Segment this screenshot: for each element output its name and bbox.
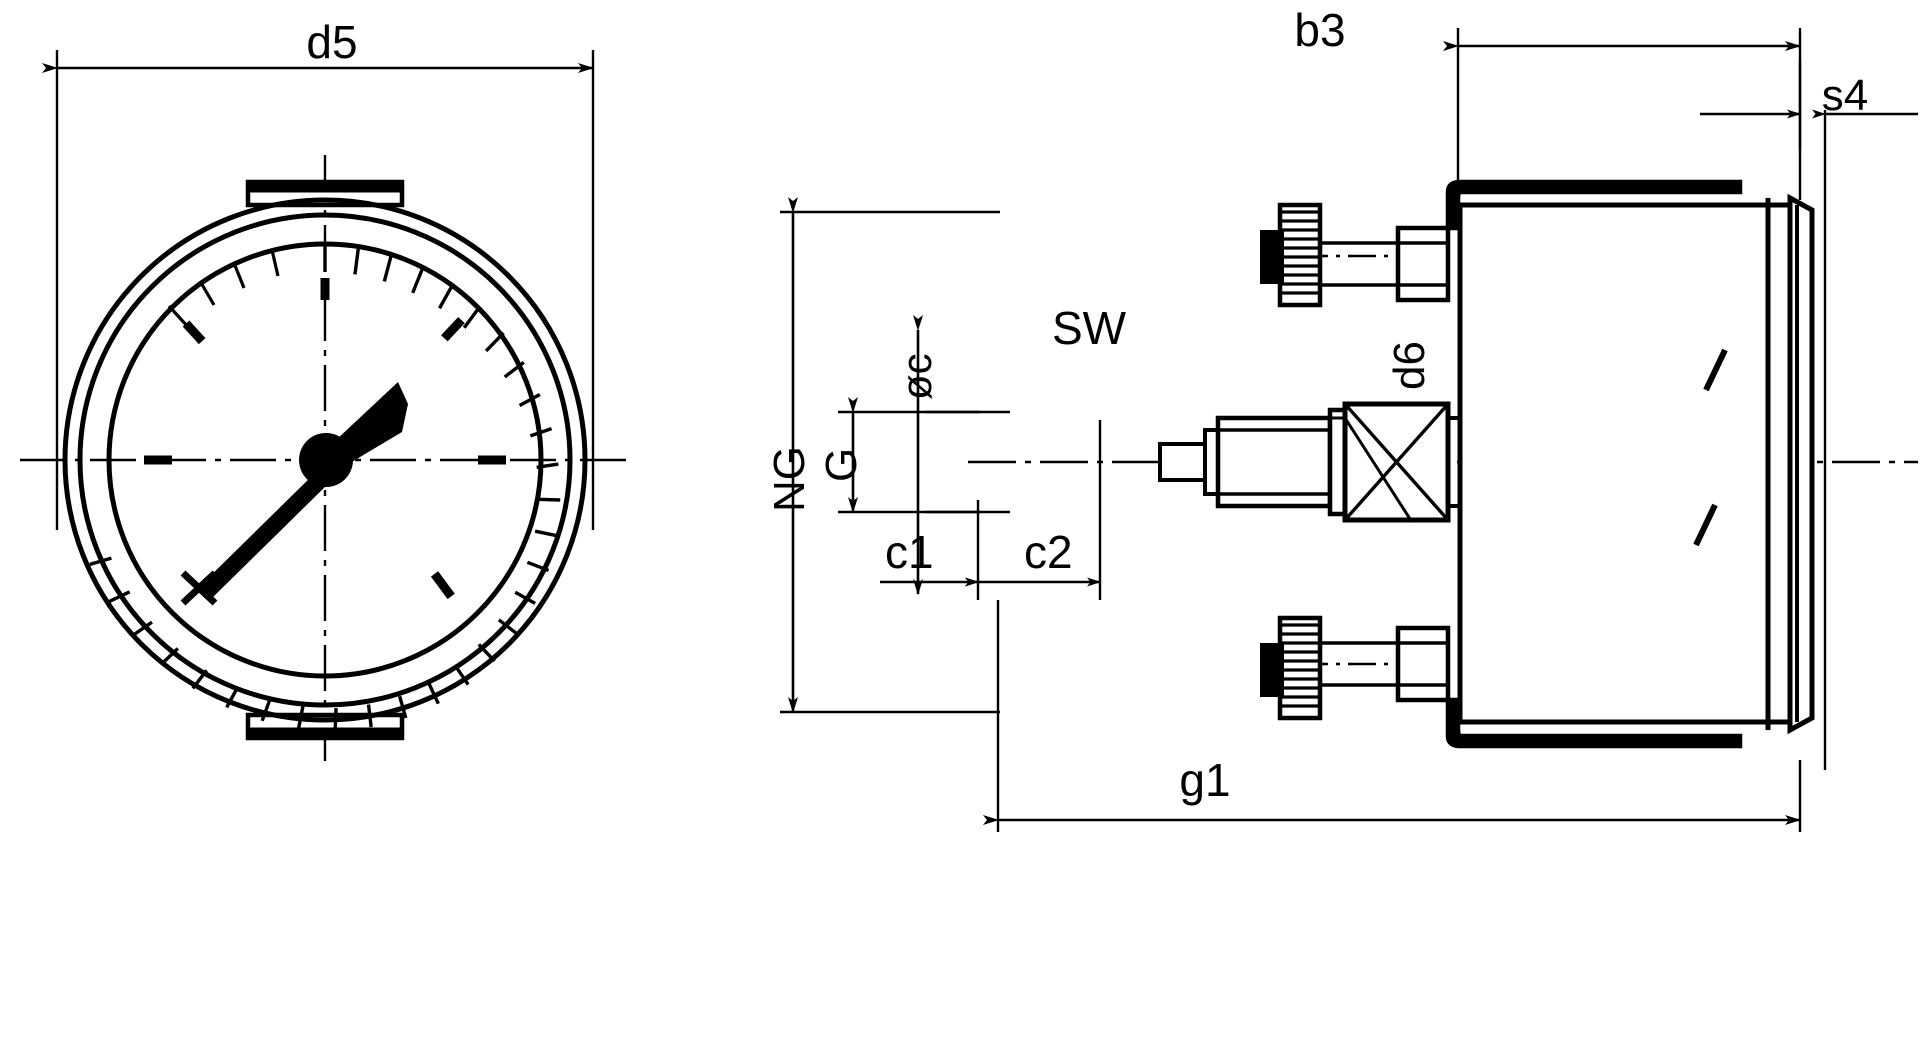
side-section-view-group — [780, 28, 1918, 832]
case-body-outline — [1457, 202, 1793, 725]
top-nut-cap — [1260, 230, 1284, 284]
SW-leader-line — [1243, 416, 1414, 523]
bezel-hatch-upper — [1703, 348, 1728, 392]
dim-label-SW: SW — [1052, 302, 1127, 354]
top-knurl-lines — [1280, 210, 1320, 295]
front-bezel-ring — [77, 212, 573, 708]
dim-label-NG: NG — [765, 446, 814, 512]
bottom-bracket-foot — [1395, 625, 1451, 703]
dim-label-c1: c1 — [885, 526, 934, 578]
bottom-knurl-lines — [1280, 623, 1320, 708]
dim-label-s4: s4 — [1821, 71, 1869, 120]
dim-label-d6: d6 — [1385, 341, 1434, 390]
connection-thread-tip — [1158, 442, 1207, 482]
front-view-group — [20, 50, 630, 770]
bezel-hatch-lower — [1693, 503, 1718, 547]
case-bezel-right — [1787, 193, 1815, 735]
dim-label-c2: c2 — [1024, 526, 1073, 578]
dim-label-phi-c: øc — [893, 353, 940, 400]
dial-extra-ticks — [167, 249, 280, 329]
front-outer-case-ring — [62, 197, 588, 723]
top-bracket-foot — [1395, 225, 1451, 303]
hex-nut-diagonal-b — [1343, 402, 1450, 522]
dial-pointer — [200, 382, 408, 598]
bottom-nut-cap — [1260, 643, 1284, 697]
top-bracket-arm — [1445, 179, 1743, 231]
dial-major-ticks — [144, 278, 506, 600]
dim-label-G: G — [817, 447, 866, 482]
bottom-bracket-arm — [1445, 697, 1743, 749]
dial-minor-ticks — [89, 244, 561, 731]
dim-label-g1: g1 — [1179, 754, 1231, 806]
pointer-hub — [299, 433, 353, 487]
dim-label-d5: d5 — [306, 16, 358, 68]
dim-label-b3: b3 — [1294, 4, 1346, 56]
pointer-zero-mark-b — [180, 570, 218, 606]
